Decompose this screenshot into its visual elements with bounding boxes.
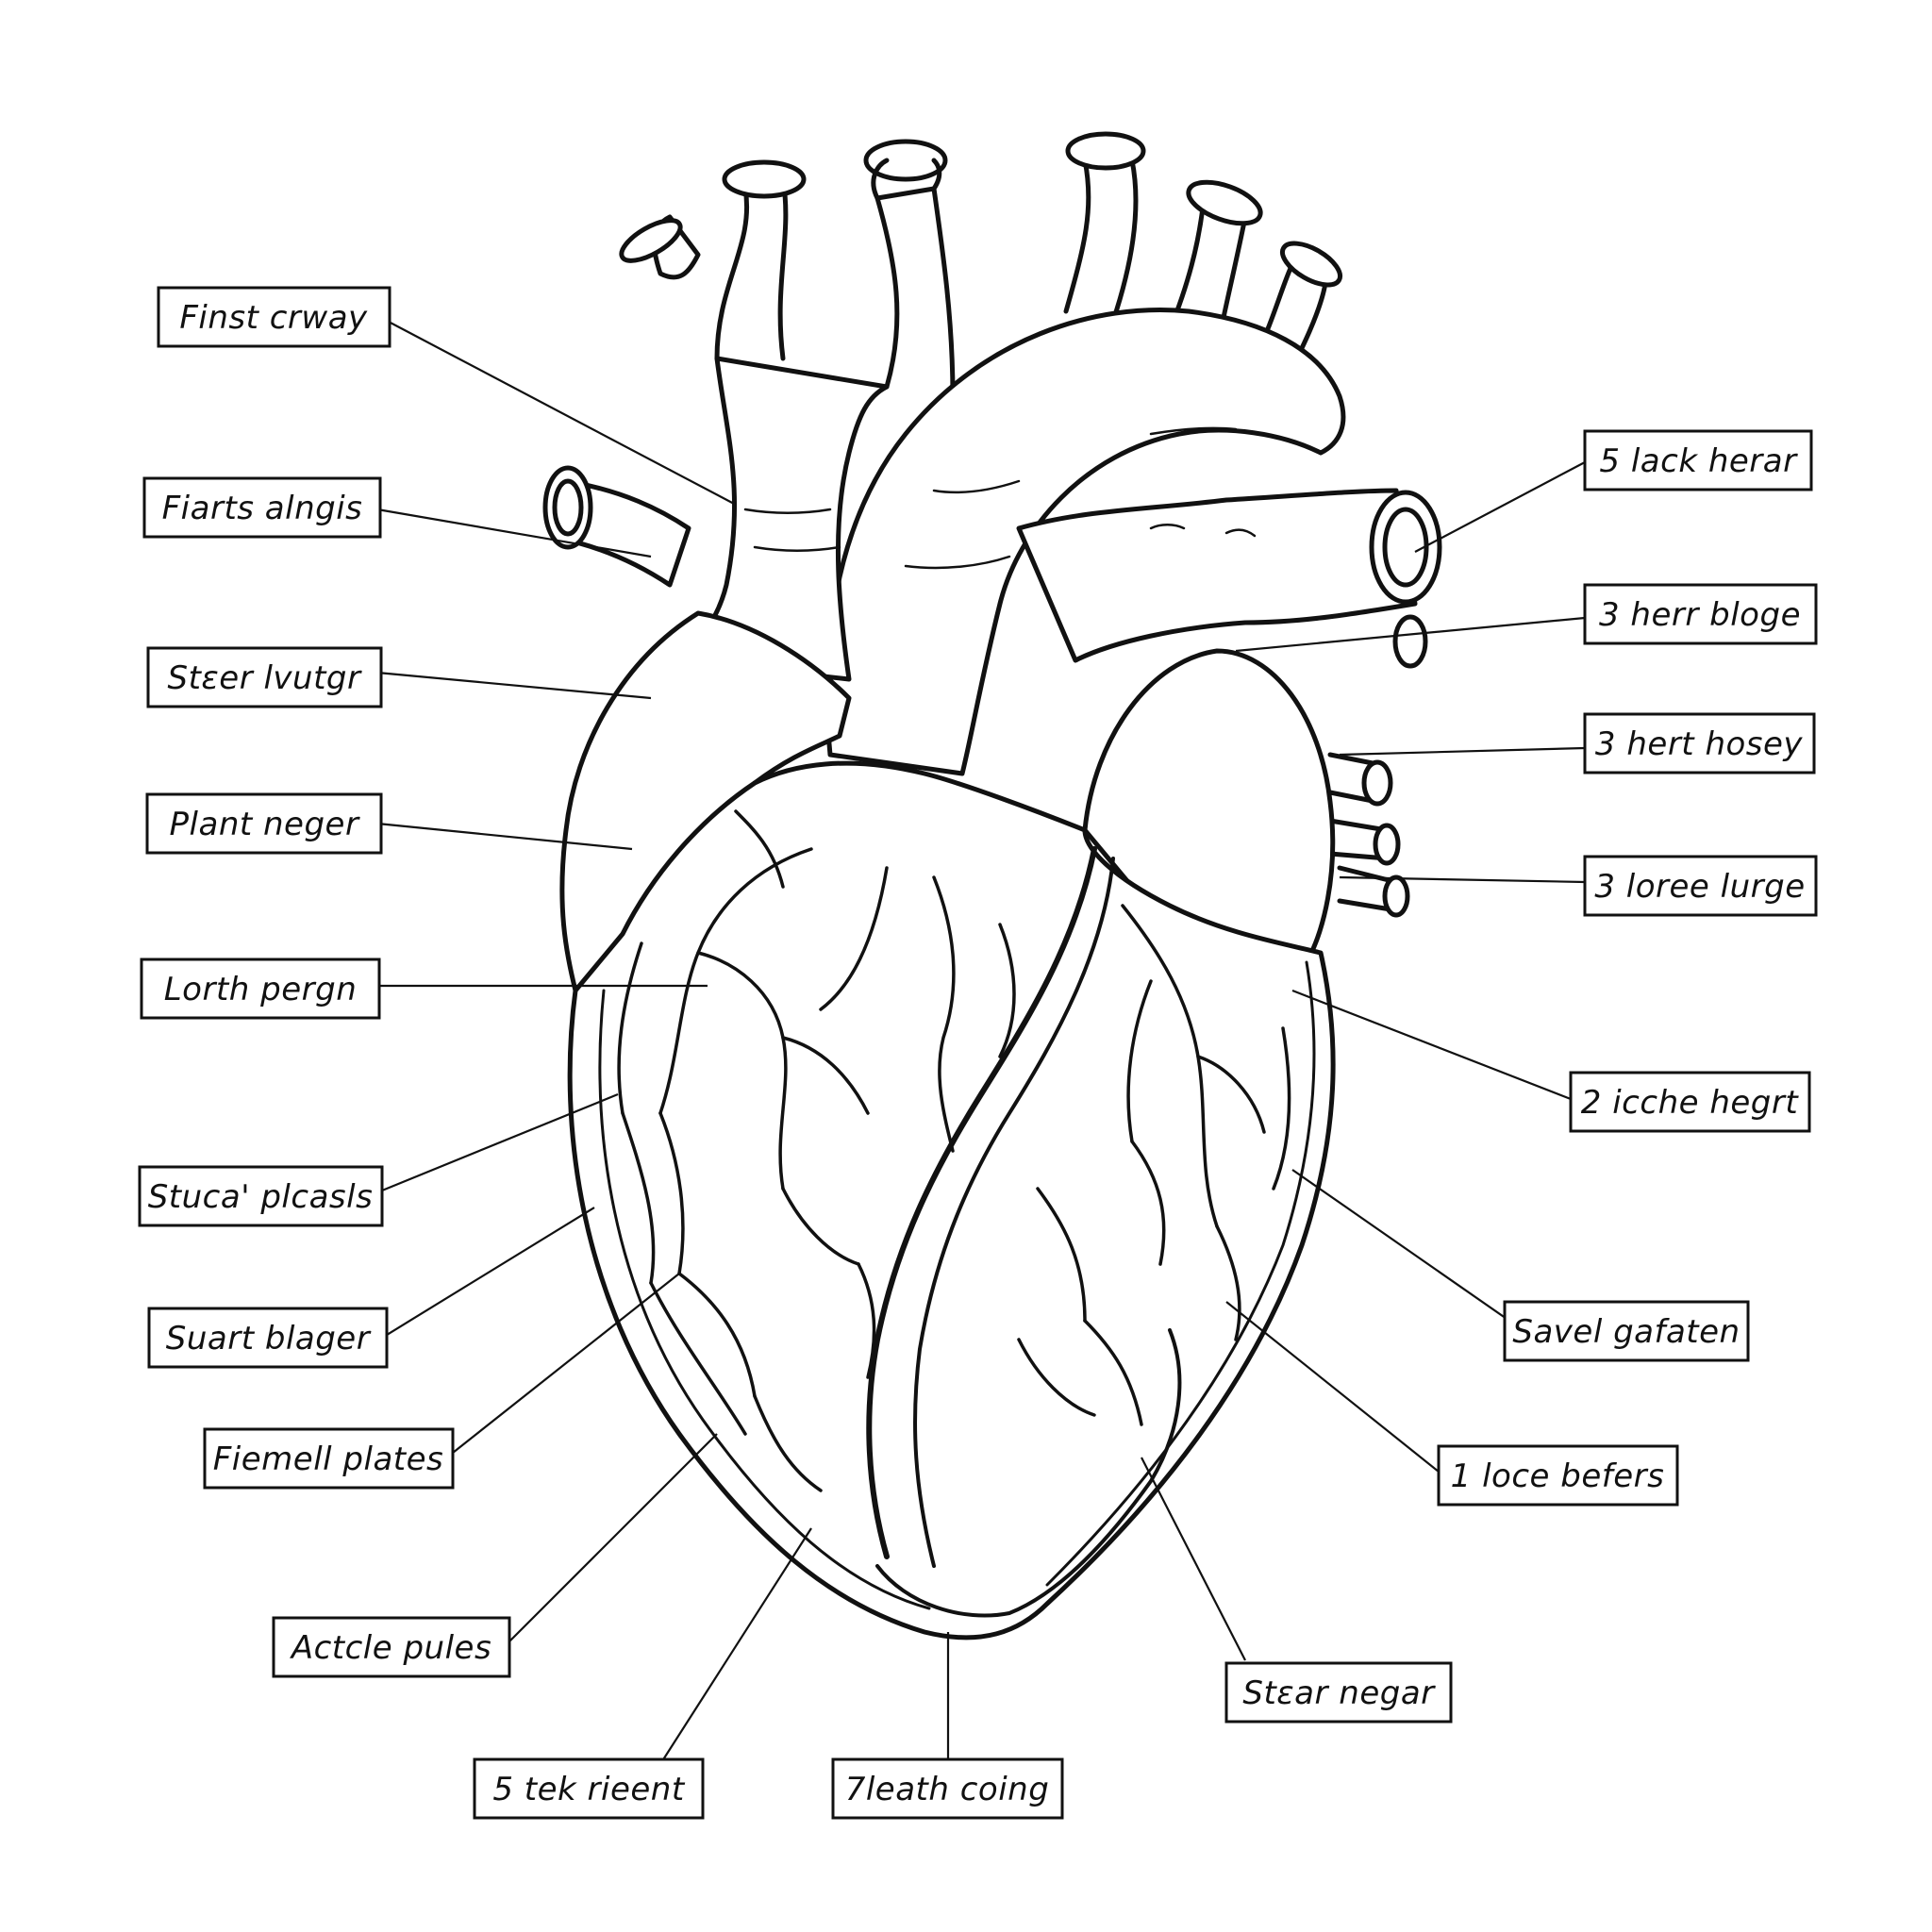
aortic-arch bbox=[824, 308, 1346, 776]
label-l10: 5 tek rieent bbox=[473, 1757, 705, 1820]
label-l9: Actcle pules bbox=[272, 1616, 511, 1678]
label-l6: Stuca' plcasls bbox=[138, 1165, 384, 1227]
label-l3-text: Stεer lvutgr bbox=[167, 659, 362, 697]
label-l14-text: Savel gafaten bbox=[1512, 1313, 1740, 1351]
label-l19-text: 5 lack herar bbox=[1599, 442, 1798, 480]
leader-lines bbox=[376, 320, 1586, 1765]
label-l7-text: Suart blager bbox=[166, 1320, 372, 1357]
label-l3: Stεer lvutgr bbox=[146, 646, 383, 708]
label-l19: 5 lack herar bbox=[1583, 429, 1813, 491]
label-l11-text: 7leath coing bbox=[845, 1771, 1050, 1808]
label-l14: Savel gafaten bbox=[1503, 1300, 1750, 1362]
heart-illustration bbox=[542, 131, 1442, 1641]
label-l2: Fiarts alngis bbox=[142, 476, 382, 539]
label-l1: Finst crway bbox=[157, 286, 391, 348]
label-l6-text: Stuca' plcasls bbox=[148, 1178, 374, 1216]
label-l15: 2 icche hegrt bbox=[1569, 1071, 1811, 1133]
leader-l6 bbox=[381, 1092, 619, 1192]
leader-l7 bbox=[386, 1207, 595, 1336]
leader-l18 bbox=[1235, 616, 1586, 653]
leader-l1 bbox=[386, 320, 737, 506]
leader-l19 bbox=[1414, 461, 1586, 553]
vena-cava bbox=[676, 356, 890, 682]
leader-l13 bbox=[1225, 1301, 1440, 1473]
label-l5-text: Lorth pergn bbox=[164, 971, 358, 1008]
leader-l4 bbox=[376, 822, 633, 851]
label-l8-text: Fiemell plates bbox=[213, 1441, 444, 1478]
label-l4-text: Plant neger bbox=[170, 806, 360, 843]
label-l16-text: 3 loree lurge bbox=[1594, 868, 1805, 906]
label-l17: 3 hert hosey bbox=[1583, 712, 1816, 774]
leader-l12 bbox=[1141, 1457, 1246, 1661]
label-l12: Stεar negar bbox=[1224, 1661, 1453, 1724]
label-l9-text: Actcle pules bbox=[290, 1629, 491, 1667]
label-l2-text: Fiarts alngis bbox=[162, 490, 363, 527]
leader-l10 bbox=[659, 1527, 812, 1765]
label-l16: 3 loree lurge bbox=[1583, 855, 1818, 917]
label-l13-text: 1 loce befers bbox=[1451, 1457, 1665, 1495]
label-l17-text: 3 hert hosey bbox=[1595, 725, 1804, 763]
label-l11: 7leath coing bbox=[831, 1757, 1064, 1820]
label-l12-text: Stεar negar bbox=[1242, 1674, 1436, 1712]
label-l1-text: Finst crway bbox=[179, 299, 368, 337]
leader-l3 bbox=[376, 671, 652, 700]
interventricular-groove bbox=[866, 846, 1097, 1559]
label-l15-text: 2 icche hegrt bbox=[1581, 1084, 1800, 1122]
label-l8: Fiemell plates bbox=[203, 1427, 455, 1490]
leader-l8 bbox=[452, 1273, 680, 1454]
pulmonary-artery bbox=[1016, 488, 1418, 663]
labels: Finst crway Fiarts alngis Stεer lvutgr P… bbox=[138, 286, 1818, 1820]
coronary-vessels bbox=[617, 809, 1016, 1492]
leader-l15 bbox=[1291, 989, 1572, 1101]
great-vessels bbox=[619, 131, 1343, 399]
label-l13: 1 loce befers bbox=[1437, 1444, 1679, 1507]
ventricles bbox=[567, 760, 1336, 1641]
leader-l16 bbox=[1339, 875, 1586, 884]
label-l18: 3 herr bloge bbox=[1583, 583, 1818, 645]
label-l18-text: 3 herr bloge bbox=[1599, 596, 1801, 634]
leader-l2 bbox=[376, 508, 652, 558]
label-l4: Plant neger bbox=[145, 792, 383, 855]
leader-l14 bbox=[1291, 1169, 1510, 1322]
label-l5: Lorth pergn bbox=[140, 958, 381, 1020]
leader-l17 bbox=[1339, 746, 1586, 757]
label-l10-text: 5 tek rieent bbox=[492, 1771, 685, 1808]
label-l7: Suart blager bbox=[147, 1307, 389, 1369]
leader-l9 bbox=[508, 1433, 718, 1642]
